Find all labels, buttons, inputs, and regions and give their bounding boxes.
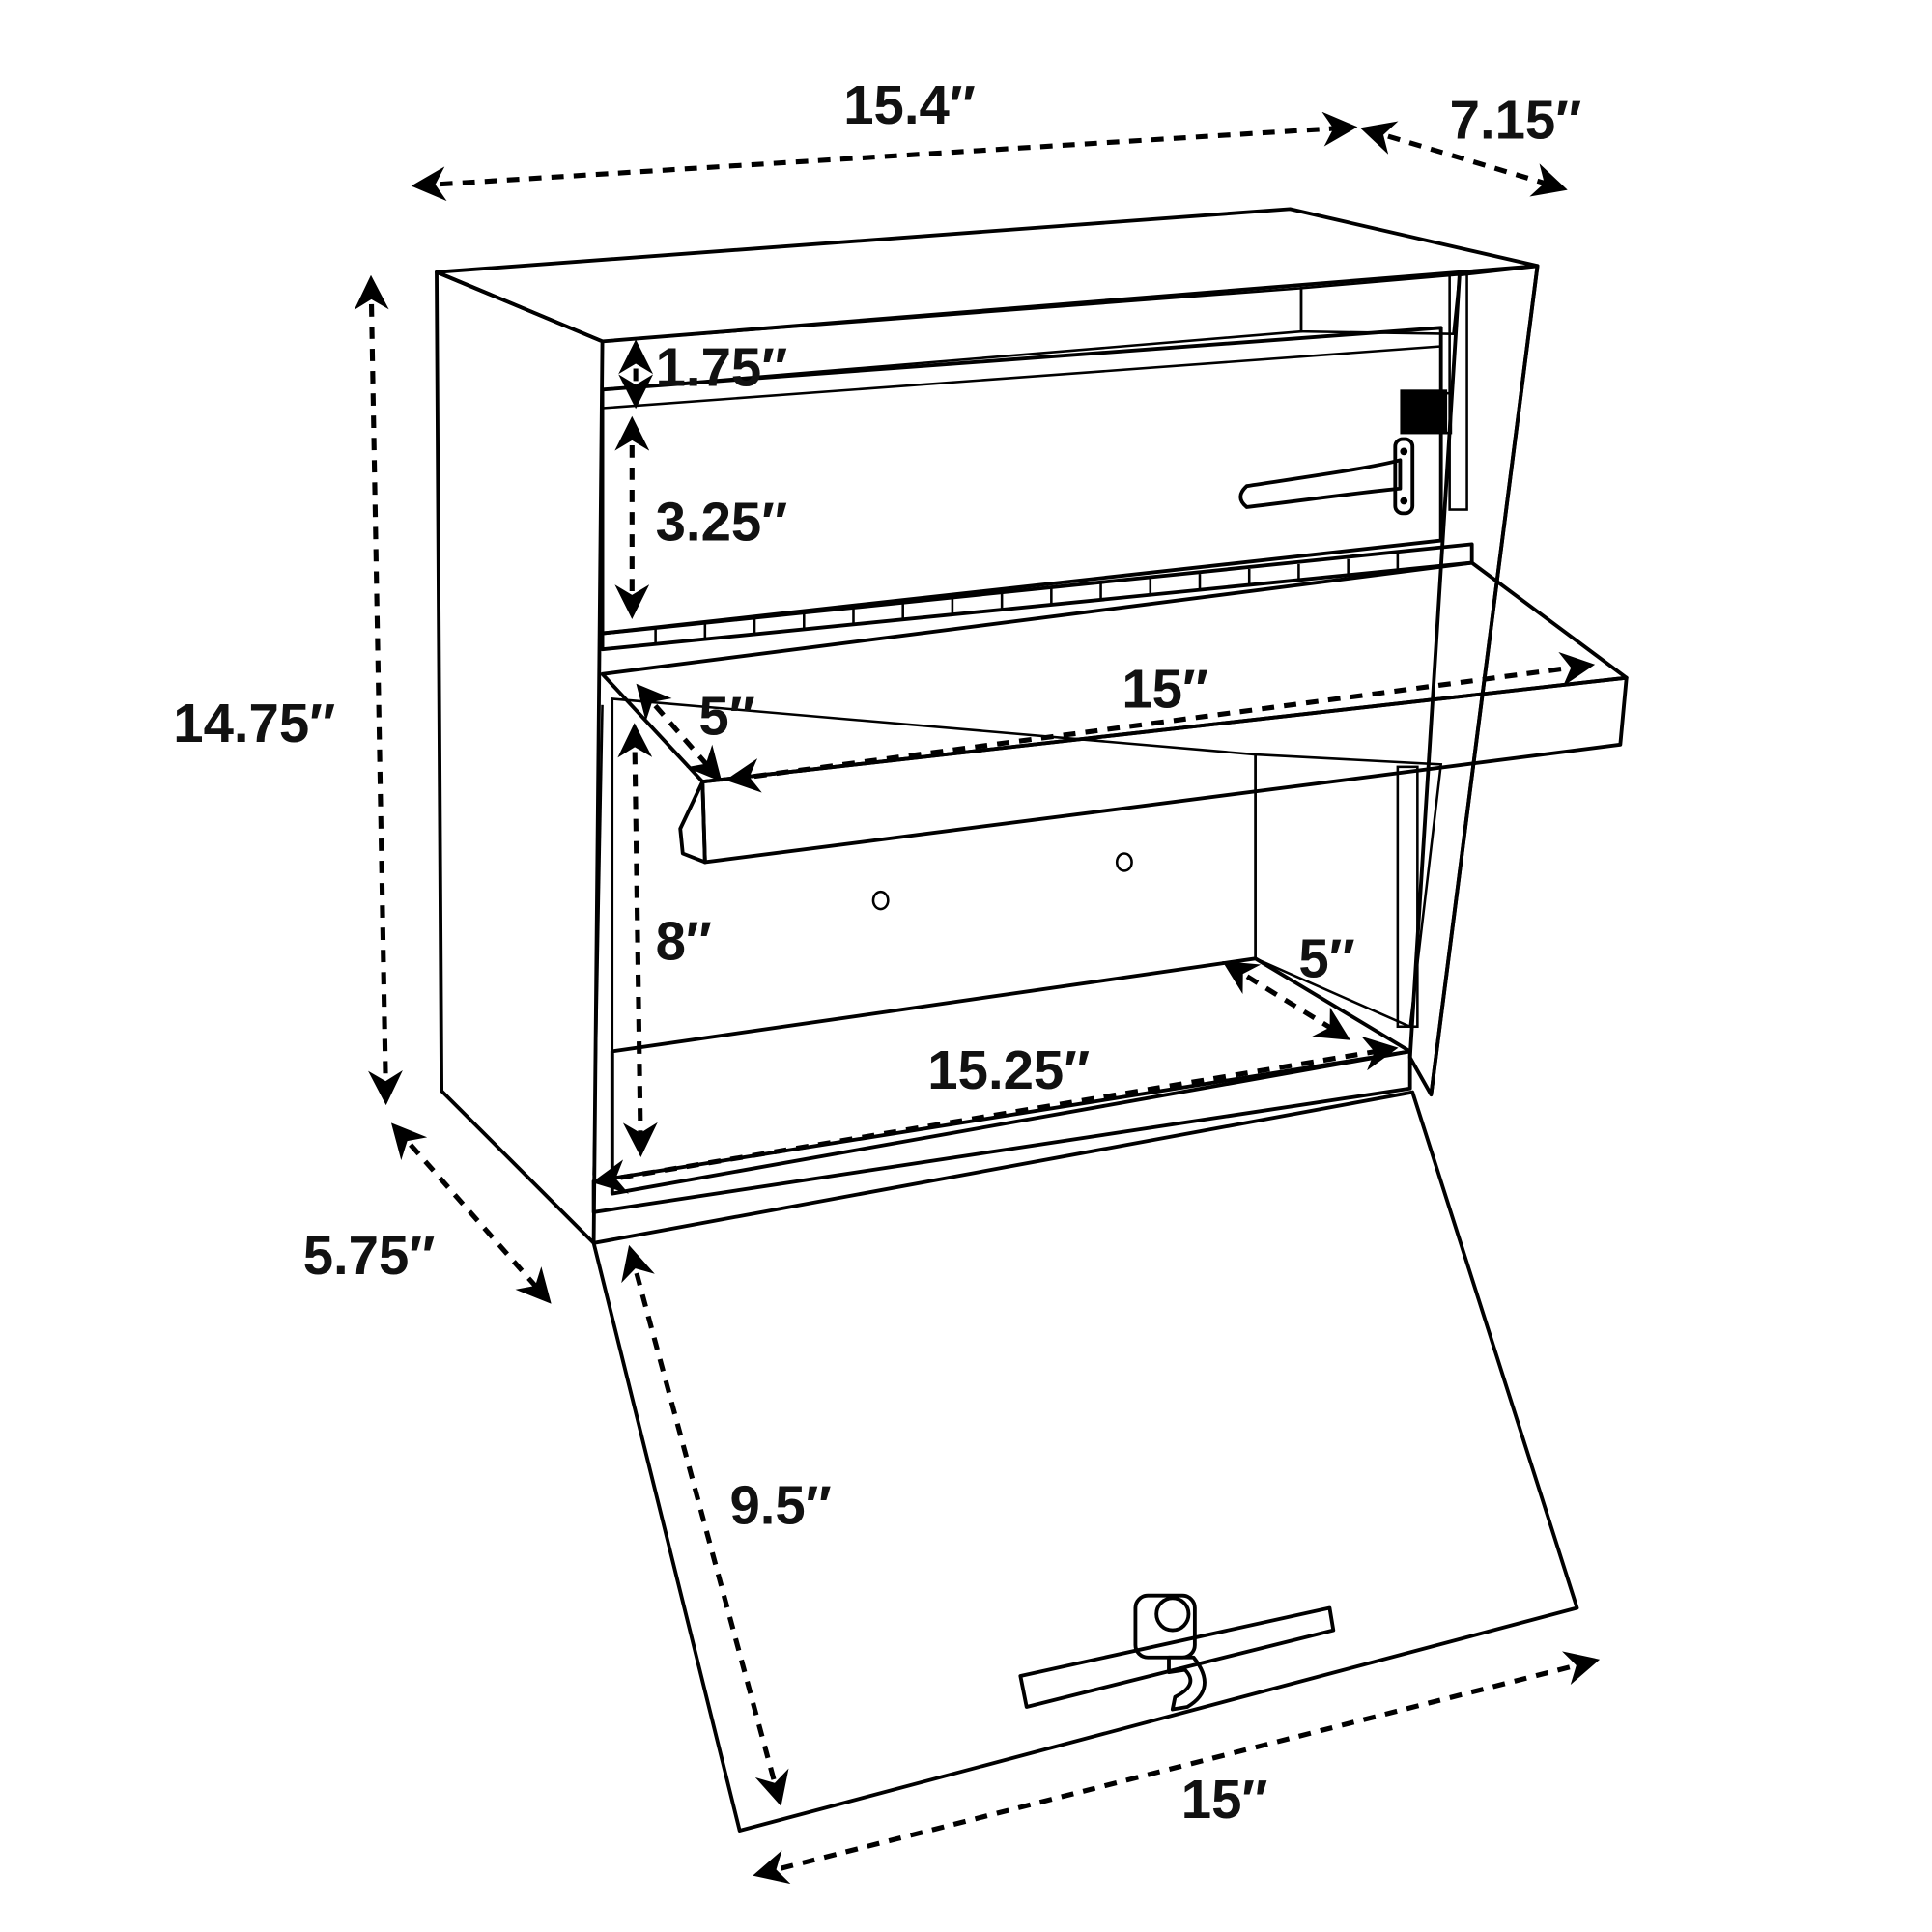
- label-compartment-depth: 5″: [1298, 928, 1354, 989]
- label-base-depth: 5.75″: [303, 1225, 436, 1286]
- label-overall-width: 15.4″: [843, 74, 976, 135]
- label-compartment-height: 8″: [656, 911, 712, 972]
- label-overall-depth: 7.15″: [1450, 89, 1582, 150]
- lower-door: [591, 1090, 1579, 1833]
- label-top-slot-height: 1.75″: [656, 336, 788, 397]
- label-lower-door-width: 15″: [1181, 1769, 1268, 1830]
- door-handle-icon: [1238, 437, 1415, 516]
- label-overall-height: 14.75″: [173, 693, 335, 753]
- label-shelf-width: 15″: [1122, 658, 1208, 719]
- latch-block-icon: [1400, 389, 1453, 435]
- label-top-door-height: 3.25″: [656, 492, 788, 553]
- dimension-lines: [354, 111, 1601, 1885]
- top-hinged-door: [600, 272, 1468, 636]
- label-compartment-width: 15.25″: [927, 1039, 1090, 1100]
- label-shelf-depth: 5″: [698, 686, 754, 747]
- label-lower-door-height: 9.5″: [729, 1474, 831, 1535]
- cam-lock-icon: [1018, 1593, 1336, 1712]
- piano-hinge-top: [600, 542, 1474, 652]
